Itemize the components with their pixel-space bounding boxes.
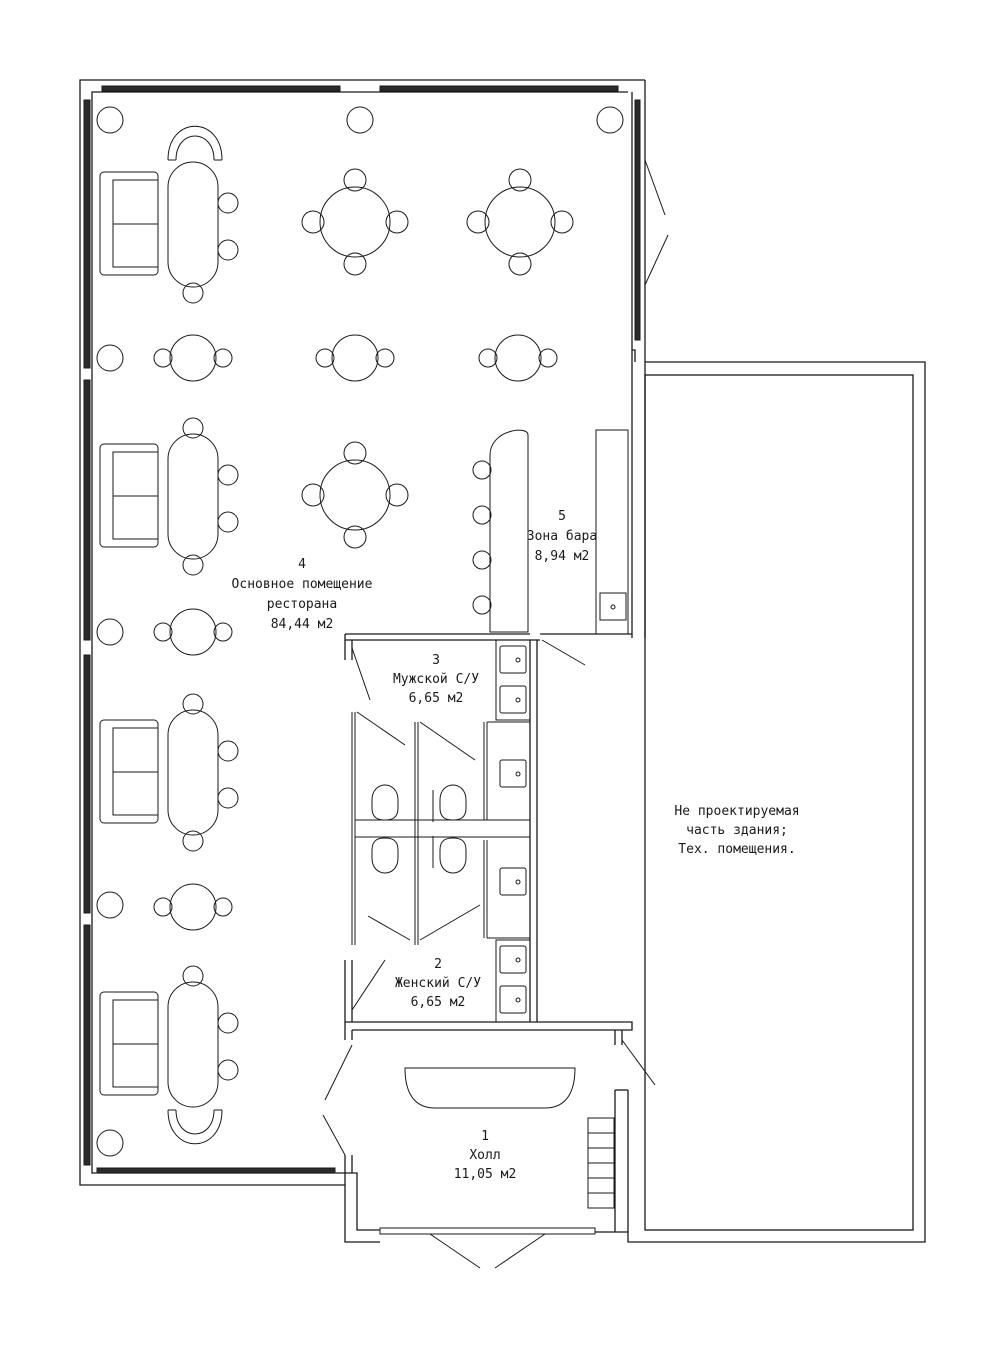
toilet bbox=[371, 784, 399, 821]
zone-label-line: Не проектируемая bbox=[674, 804, 799, 819]
sofa bbox=[99, 171, 159, 276]
room-area: 6,65 м2 bbox=[409, 691, 464, 706]
armchair bbox=[167, 1109, 223, 1145]
zone-label-line: Тех. помещения. bbox=[678, 842, 795, 857]
room-area: 11,05 м2 bbox=[454, 1167, 517, 1182]
round-table bbox=[466, 168, 574, 276]
room-label-main: 4 Основное помещение ресторана 84,44 м2 bbox=[232, 557, 373, 632]
sofa bbox=[99, 991, 159, 1096]
armchair bbox=[167, 125, 223, 161]
sofas bbox=[99, 171, 159, 1096]
room-label-bar: 5 Зона бара 8,94 м2 bbox=[527, 509, 597, 564]
room-number: 2 bbox=[434, 957, 442, 972]
room-name: Зона бара bbox=[527, 529, 597, 544]
room-label-hall: 1 Холл 11,05 м2 bbox=[454, 1129, 517, 1182]
room-name: Холл bbox=[469, 1148, 500, 1163]
round-tables-2 bbox=[153, 334, 558, 931]
sofa bbox=[99, 443, 159, 548]
sofa bbox=[99, 719, 159, 824]
room-label-men-wc: 3 Мужской С/У 6,65 м2 bbox=[393, 653, 479, 706]
zone-label-line: часть здания; bbox=[686, 823, 788, 838]
room-name: Женский С/У bbox=[395, 976, 481, 991]
room-area: 84,44 м2 bbox=[271, 617, 334, 632]
room-number: 4 bbox=[298, 557, 306, 572]
small-table bbox=[153, 334, 233, 382]
toilet bbox=[371, 837, 399, 874]
room-label-women-wc: 2 Женский С/У 6,65 м2 bbox=[395, 957, 481, 1010]
sanitary-fixtures bbox=[371, 639, 531, 1023]
small-table bbox=[315, 334, 395, 382]
small-table bbox=[153, 608, 233, 656]
doors bbox=[322, 159, 669, 1269]
non-design-zone-label: Не проектируемая часть здания; Тех. поме… bbox=[674, 804, 799, 857]
room-name: Основное помещение bbox=[232, 577, 373, 592]
oval-table bbox=[167, 965, 239, 1108]
oval-table bbox=[167, 417, 239, 576]
room-area: 6,65 м2 bbox=[411, 995, 466, 1010]
toilet bbox=[432, 784, 467, 822]
armchairs bbox=[167, 125, 223, 1145]
room-number: 1 bbox=[481, 1129, 489, 1144]
room-number: 3 bbox=[432, 653, 440, 668]
room-area: 8,94 м2 bbox=[535, 549, 590, 564]
small-table bbox=[153, 883, 233, 931]
round-tables-4 bbox=[301, 168, 574, 549]
windows bbox=[83, 85, 641, 1174]
hall-furniture bbox=[404, 1067, 615, 1209]
columns bbox=[96, 106, 624, 1157]
room-name: ресторана bbox=[267, 597, 337, 612]
oval-table bbox=[167, 161, 239, 304]
room-number: 5 bbox=[558, 509, 566, 524]
round-table bbox=[301, 441, 409, 549]
oval-table bbox=[167, 693, 239, 852]
small-table bbox=[478, 334, 558, 382]
round-table bbox=[301, 168, 409, 276]
toilet bbox=[432, 836, 467, 874]
bar-counter bbox=[472, 429, 629, 635]
room-name: Мужской С/У bbox=[393, 672, 479, 687]
oval-tables bbox=[167, 161, 239, 1108]
